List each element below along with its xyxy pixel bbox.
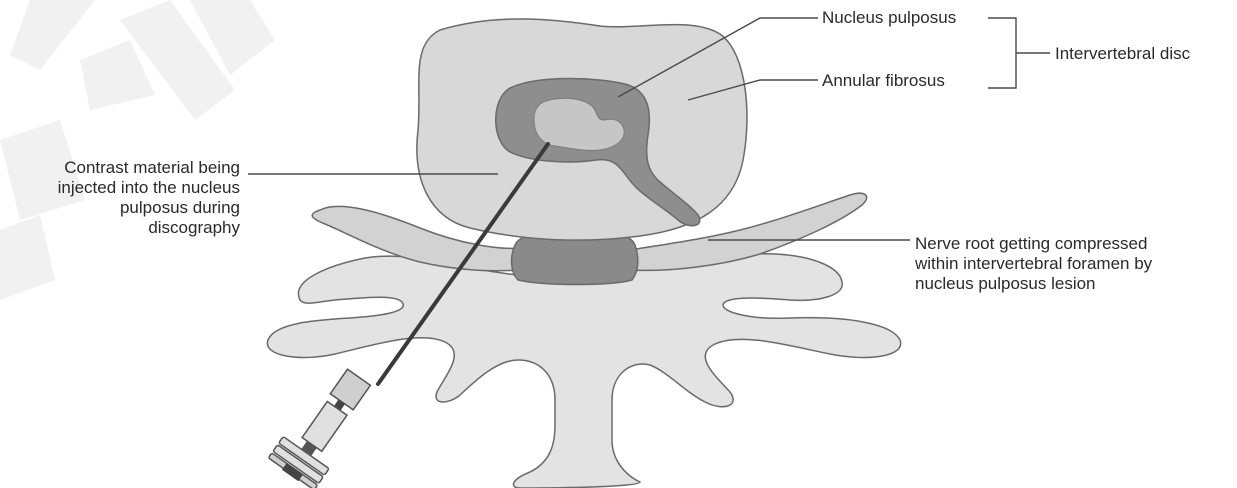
label-intervertebral-disc: Intervertebral disc	[1055, 44, 1190, 64]
label-contrast-line-2: injected into the nucleus	[0, 178, 240, 198]
syringe	[267, 361, 382, 488]
label-annular-fibrosus: Annular fibrosus	[822, 71, 945, 91]
label-nerve-line-1: Nerve root getting compressed	[915, 234, 1152, 254]
label-contrast-line-4: discography	[0, 218, 240, 238]
label-nerve-line-3: nucleus pulposus lesion	[915, 274, 1152, 294]
label-contrast-line-1: Contrast material being	[0, 158, 240, 178]
watermark-jaypee	[0, 0, 275, 300]
label-nucleus-pulposus: Nucleus pulposus	[822, 8, 956, 28]
vertebra-body	[267, 254, 900, 488]
label-contrast-line-3: pulposus during	[0, 198, 240, 218]
label-nerve-line-2: within intervertebral foramen by	[915, 254, 1152, 274]
label-nerve-root: Nerve root getting compressed within int…	[915, 234, 1152, 294]
label-contrast-material: Contrast material being injected into th…	[0, 158, 240, 238]
bracket-intervertebral-disc	[988, 18, 1016, 88]
